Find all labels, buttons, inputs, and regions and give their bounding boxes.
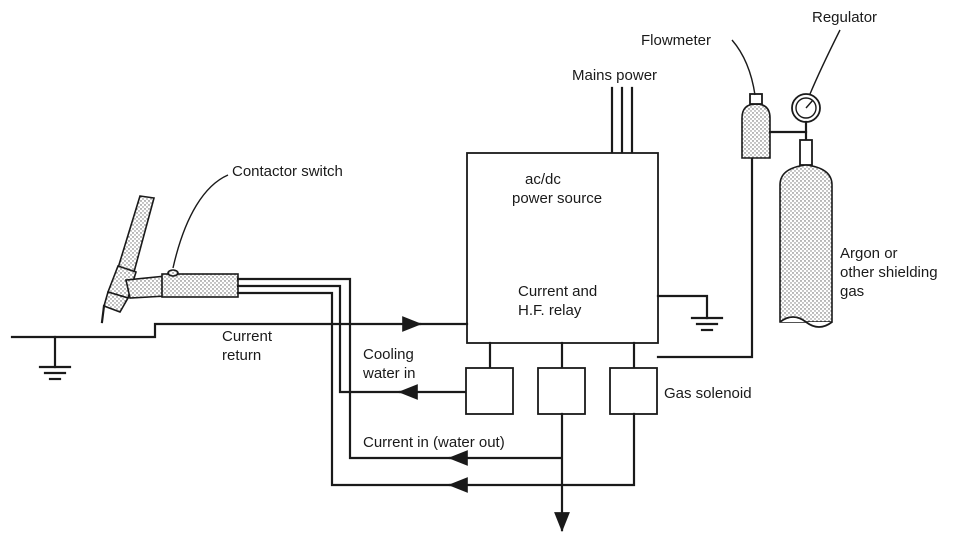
regulator-leader xyxy=(809,29,841,95)
mains-power-cables xyxy=(610,86,634,155)
gas-line xyxy=(448,412,636,493)
regulator xyxy=(768,93,821,166)
contactor-switch-label: Contactor switch xyxy=(232,163,343,180)
welding-torch xyxy=(100,195,239,324)
gas-solenoid-label: Gas solenoid xyxy=(664,385,752,402)
gas-cylinder xyxy=(779,164,833,328)
current-return-label-line1: Current xyxy=(222,328,273,345)
current-solenoid-box xyxy=(537,367,586,415)
current-return-label-line2: return xyxy=(222,347,261,364)
current-in-water-out-label: Current in (water out) xyxy=(363,434,505,451)
gas-label-line3: gas xyxy=(840,283,864,300)
power-source-ground-icon xyxy=(656,294,724,332)
contactor-switch-leader xyxy=(172,174,229,269)
cooling-water-label-line1: Cooling xyxy=(363,346,414,363)
flowmeter xyxy=(741,93,771,159)
power-source-box xyxy=(466,152,659,344)
relay-connections xyxy=(488,341,636,370)
mains-power-label: Mains power xyxy=(572,67,657,84)
gas-label-line2: other shielding xyxy=(840,264,938,281)
cooling-water-label-line2: water in xyxy=(362,365,416,382)
flowmeter-to-solenoid-line xyxy=(656,156,754,359)
gas-label-line1: Argon or xyxy=(840,245,898,262)
current-return-line xyxy=(10,316,469,339)
flowmeter-leader xyxy=(731,39,756,96)
regulator-label: Regulator xyxy=(812,9,877,26)
gas-solenoid-box xyxy=(609,367,658,415)
power-source-label-line1: ac/dc xyxy=(525,171,561,188)
power-source-label-line2: power source xyxy=(512,190,602,207)
relay-label-line1: Current and xyxy=(518,283,597,300)
flowmeter-label: Flowmeter xyxy=(641,32,711,49)
current-return-ground-icon xyxy=(38,335,72,381)
cooling-water-solenoid-box xyxy=(465,367,514,415)
relay-label-line2: H.F. relay xyxy=(518,302,582,319)
